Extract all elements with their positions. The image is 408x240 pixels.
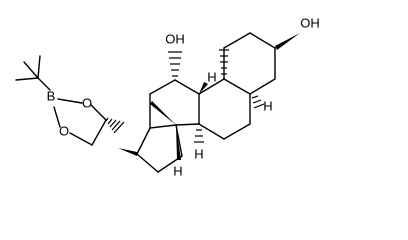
ring-c — [149, 79, 200, 129]
methyl-c10-hash — [219, 49, 229, 75]
hashed-h-c8 — [194, 129, 204, 143]
hashed-h-c5 — [251, 95, 265, 109]
wedge-c17 — [118, 148, 137, 156]
wedge-h-c14 — [176, 125, 181, 160]
wedge-oh-c3 — [275, 33, 300, 50]
hydroxyl-label-c11: OH — [165, 32, 185, 47]
hashed-bond-c20 — [105, 117, 125, 134]
hydrogen-label-c5: H — [263, 99, 272, 114]
ring-a — [223, 32, 276, 95]
methyl-c13-wedge — [150, 101, 176, 125]
hashed-bond-oh-c11 — [168, 51, 182, 77]
ring-b — [198, 78, 251, 140]
hydroxyl-label-c3: OH — [300, 16, 320, 31]
hydrogen-label-c8: H — [194, 147, 203, 162]
hydrogen-label-c14: H — [173, 164, 182, 179]
tert-butyl-group — [15, 55, 51, 91]
oxygen-label-2: O — [59, 124, 69, 139]
wedge-h-c9 — [199, 82, 208, 94]
structure-diagram: B O O OH OH H H H H — [15, 16, 320, 179]
boron-label: B — [47, 89, 56, 104]
dioxaborolane-ring — [53, 98, 107, 146]
oxygen-label-1: O — [82, 96, 92, 111]
hydrogen-label-c9: H — [207, 70, 216, 85]
